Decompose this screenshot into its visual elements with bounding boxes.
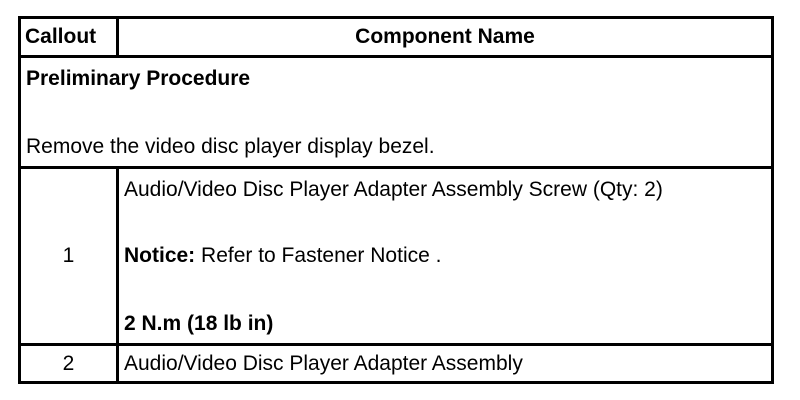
component-name: Audio/Video Disc Player Adapter Assembly… (124, 178, 663, 201)
preliminary-procedure-text: Remove the video disc player display bez… (26, 135, 435, 158)
callout-number: 2 (62, 351, 75, 375)
callout-cell: 1 (21, 169, 119, 343)
component-name-header-cell: Component Name (119, 19, 771, 55)
callout-cell: 2 (21, 346, 119, 381)
component-name: Audio/Video Disc Player Adapter Assembly (124, 351, 523, 375)
torque-spec: 2 N.m (18 lb in) (124, 312, 274, 335)
callout-header: Callout (25, 25, 97, 48)
preliminary-procedure-row: Preliminary Procedure Remove the video d… (21, 58, 771, 169)
component-name-cell: Audio/Video Disc Player Adapter Assembly (119, 346, 771, 381)
preliminary-procedure-title: Preliminary Procedure (26, 67, 251, 90)
component-name-cell: Audio/Video Disc Player Adapter Assembly… (119, 169, 771, 343)
notice-label: Notice: (124, 244, 196, 267)
table-header-row: Callout Component Name (21, 19, 771, 58)
table-row: 1 Audio/Video Disc Player Adapter Assemb… (21, 169, 771, 346)
component-name-header: Component Name (355, 25, 535, 48)
callout-number: 1 (62, 244, 75, 267)
notice-text: Refer to Fastener Notice . (195, 244, 442, 267)
table-row: 2 Audio/Video Disc Player Adapter Assemb… (21, 346, 771, 381)
callout-header-cell: Callout (21, 19, 119, 55)
component-table: Callout Component Name Preliminary Proce… (18, 16, 774, 384)
fastener-notice: Notice: Refer to Fastener Notice . (124, 244, 441, 268)
